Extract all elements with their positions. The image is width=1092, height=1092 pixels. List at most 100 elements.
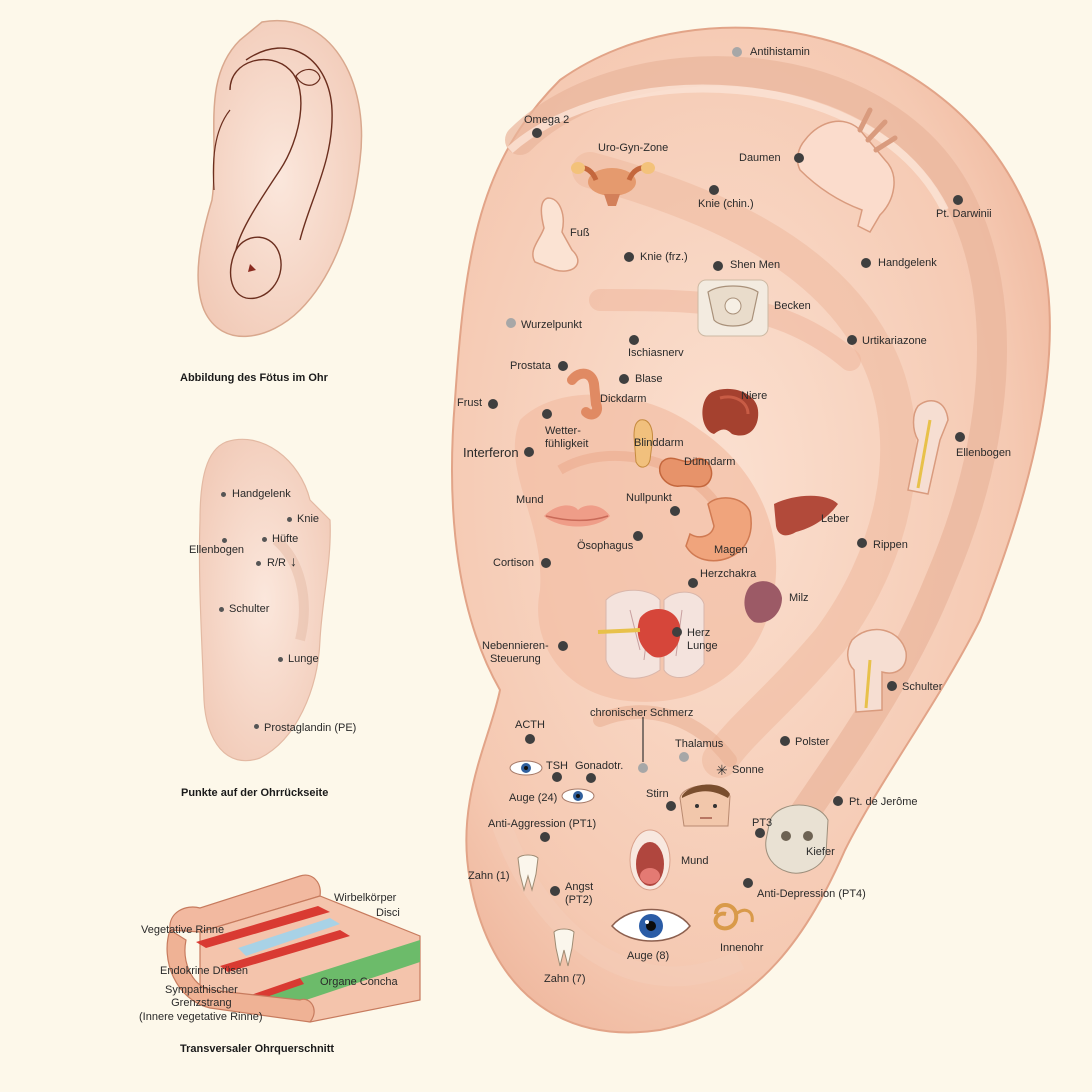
kidney-icon xyxy=(702,388,759,436)
liver-icon xyxy=(774,495,838,536)
label-gonadotr: Gonadotr. xyxy=(575,760,624,772)
point-daumen xyxy=(794,153,804,163)
point-wetter xyxy=(542,409,552,419)
label-jerome: Pt. de Jerôme xyxy=(849,796,918,808)
cross-label-organe: Organe Concha xyxy=(320,976,398,988)
back-label-knie: Knie xyxy=(297,513,320,525)
point-blase xyxy=(619,374,629,384)
label-knie-chin: Knie (chin.) xyxy=(698,198,754,210)
label-stirn: Stirn xyxy=(646,788,669,800)
label-chron: chronischer Schmerz xyxy=(590,707,694,719)
point-nebennieren xyxy=(558,641,568,651)
label-oesophagus: Ösophagus xyxy=(577,540,634,552)
cross-label-endokrine: Endokrine Drüsen xyxy=(160,965,249,977)
cross-label-disci: Disci xyxy=(376,907,400,919)
label-omega2: Omega 2 xyxy=(524,114,570,126)
back-point-handgelenk xyxy=(220,491,226,497)
antihelix-ridge xyxy=(572,152,917,778)
label-fuss: Fuß xyxy=(570,227,590,239)
point-herz xyxy=(672,627,682,637)
inner-ear-icon xyxy=(713,903,754,931)
label-herzchakra: Herzchakra xyxy=(700,568,757,580)
point-pt3 xyxy=(755,828,765,838)
uterus-icon xyxy=(571,162,655,206)
down-arrow-icon: ↓ xyxy=(290,553,297,569)
point-polster xyxy=(780,736,790,746)
point-chron xyxy=(638,763,648,773)
label-magen: Magen xyxy=(714,544,748,556)
label-blinddarm: Blinddarm xyxy=(634,437,684,449)
label-milz: Milz xyxy=(789,592,809,604)
eye-8-icon xyxy=(611,908,691,942)
label-daumen: Daumen xyxy=(739,152,781,164)
label-ischiasnerv: Ischiasnerv xyxy=(628,347,684,359)
point-rippen xyxy=(857,538,867,548)
point-urtikariazone xyxy=(847,335,857,345)
label-antihistamin: Antihistamin xyxy=(750,46,810,58)
shoulder-icon xyxy=(847,628,907,713)
elbow-icon xyxy=(907,400,949,495)
point-angst xyxy=(550,886,560,896)
colon-icon xyxy=(567,368,602,420)
label-rippen: Rippen xyxy=(873,539,908,551)
point-antidep xyxy=(743,878,753,888)
cross-label-wirbel: Wirbelkörper xyxy=(334,892,397,904)
point-ischiasnerv xyxy=(629,335,639,345)
lips-icon xyxy=(544,505,610,527)
antitragus xyxy=(593,705,737,767)
label-blase: Blase xyxy=(635,373,663,385)
back-label-handgelenk: Handgelenk xyxy=(232,488,291,500)
back-point-rr xyxy=(255,560,261,566)
point-cortison xyxy=(541,558,551,568)
face-icon xyxy=(679,784,731,827)
label-tsh: TSH xyxy=(546,760,568,772)
point-knie-frz xyxy=(624,252,634,262)
foot-icon xyxy=(532,197,579,272)
back-point-huefte xyxy=(261,536,267,542)
back-caption: Punkte auf der Ohrrückseite xyxy=(181,787,329,799)
label-wetter: Wetter- fühligkeit xyxy=(545,425,589,450)
cross-caption: Transversaler Ohrquerschnitt xyxy=(180,1043,335,1055)
back-label-ellenbogen: Ellenbogen xyxy=(189,544,245,556)
label-duenndarm: Dünndarm xyxy=(684,456,736,468)
point-prostata xyxy=(558,361,568,371)
label-urtikariazone: Urtikariazone xyxy=(862,335,927,347)
label-angst: Angst (PT2) xyxy=(565,881,594,906)
eye-tsh-icon xyxy=(509,760,543,776)
organ-illustrations xyxy=(509,107,949,967)
back-label-huefte: Hüfte xyxy=(272,533,299,545)
label-antidep: Anti-Depression (PT4) xyxy=(757,888,866,900)
hand-icon xyxy=(796,107,898,233)
point-frust xyxy=(488,399,498,409)
helix-highlight xyxy=(507,84,949,212)
label-polster: Polster xyxy=(795,736,830,748)
label-knie-frz: Knie (frz.) xyxy=(640,251,688,263)
label-urogyn: Uro-Gyn-Zone xyxy=(598,142,669,154)
label-zahn7: Zahn (7) xyxy=(544,973,586,985)
fetus-caption: Abbildung des Fötus im Ohr xyxy=(180,372,328,384)
label-auge8: Auge (8) xyxy=(627,950,670,962)
eye-24-icon xyxy=(561,788,595,804)
point-interferon xyxy=(524,447,534,457)
label-antiaggr: Anti-Aggression (PT1) xyxy=(488,818,597,830)
label-sonne: Sonne xyxy=(732,764,764,776)
point-nullpunkt xyxy=(670,506,680,516)
cross-label-sympathischer: Sympathischer Grenzstrang xyxy=(165,984,238,1009)
label-shenmen: Shen Men xyxy=(730,259,781,271)
label-cortison: Cortison xyxy=(493,557,534,569)
point-stirn xyxy=(666,801,676,811)
label-ellenbogen: Ellenbogen xyxy=(956,447,1012,459)
label-herz: Herz xyxy=(687,627,711,639)
point-schulter xyxy=(887,681,897,691)
point-shenmen xyxy=(713,261,723,271)
point-ellenbogen xyxy=(955,432,965,442)
cross-label-innere: (Innere vegetative Rinne) xyxy=(139,1011,263,1023)
point-handgelenk xyxy=(861,258,871,268)
back-label-schulter: Schulter xyxy=(229,603,270,615)
back-label-rr: R/R xyxy=(267,557,286,569)
point-acth xyxy=(525,734,535,744)
label-becken: Becken xyxy=(774,300,811,312)
cross-label-vegetative: Vegetative Rinne xyxy=(141,924,225,936)
